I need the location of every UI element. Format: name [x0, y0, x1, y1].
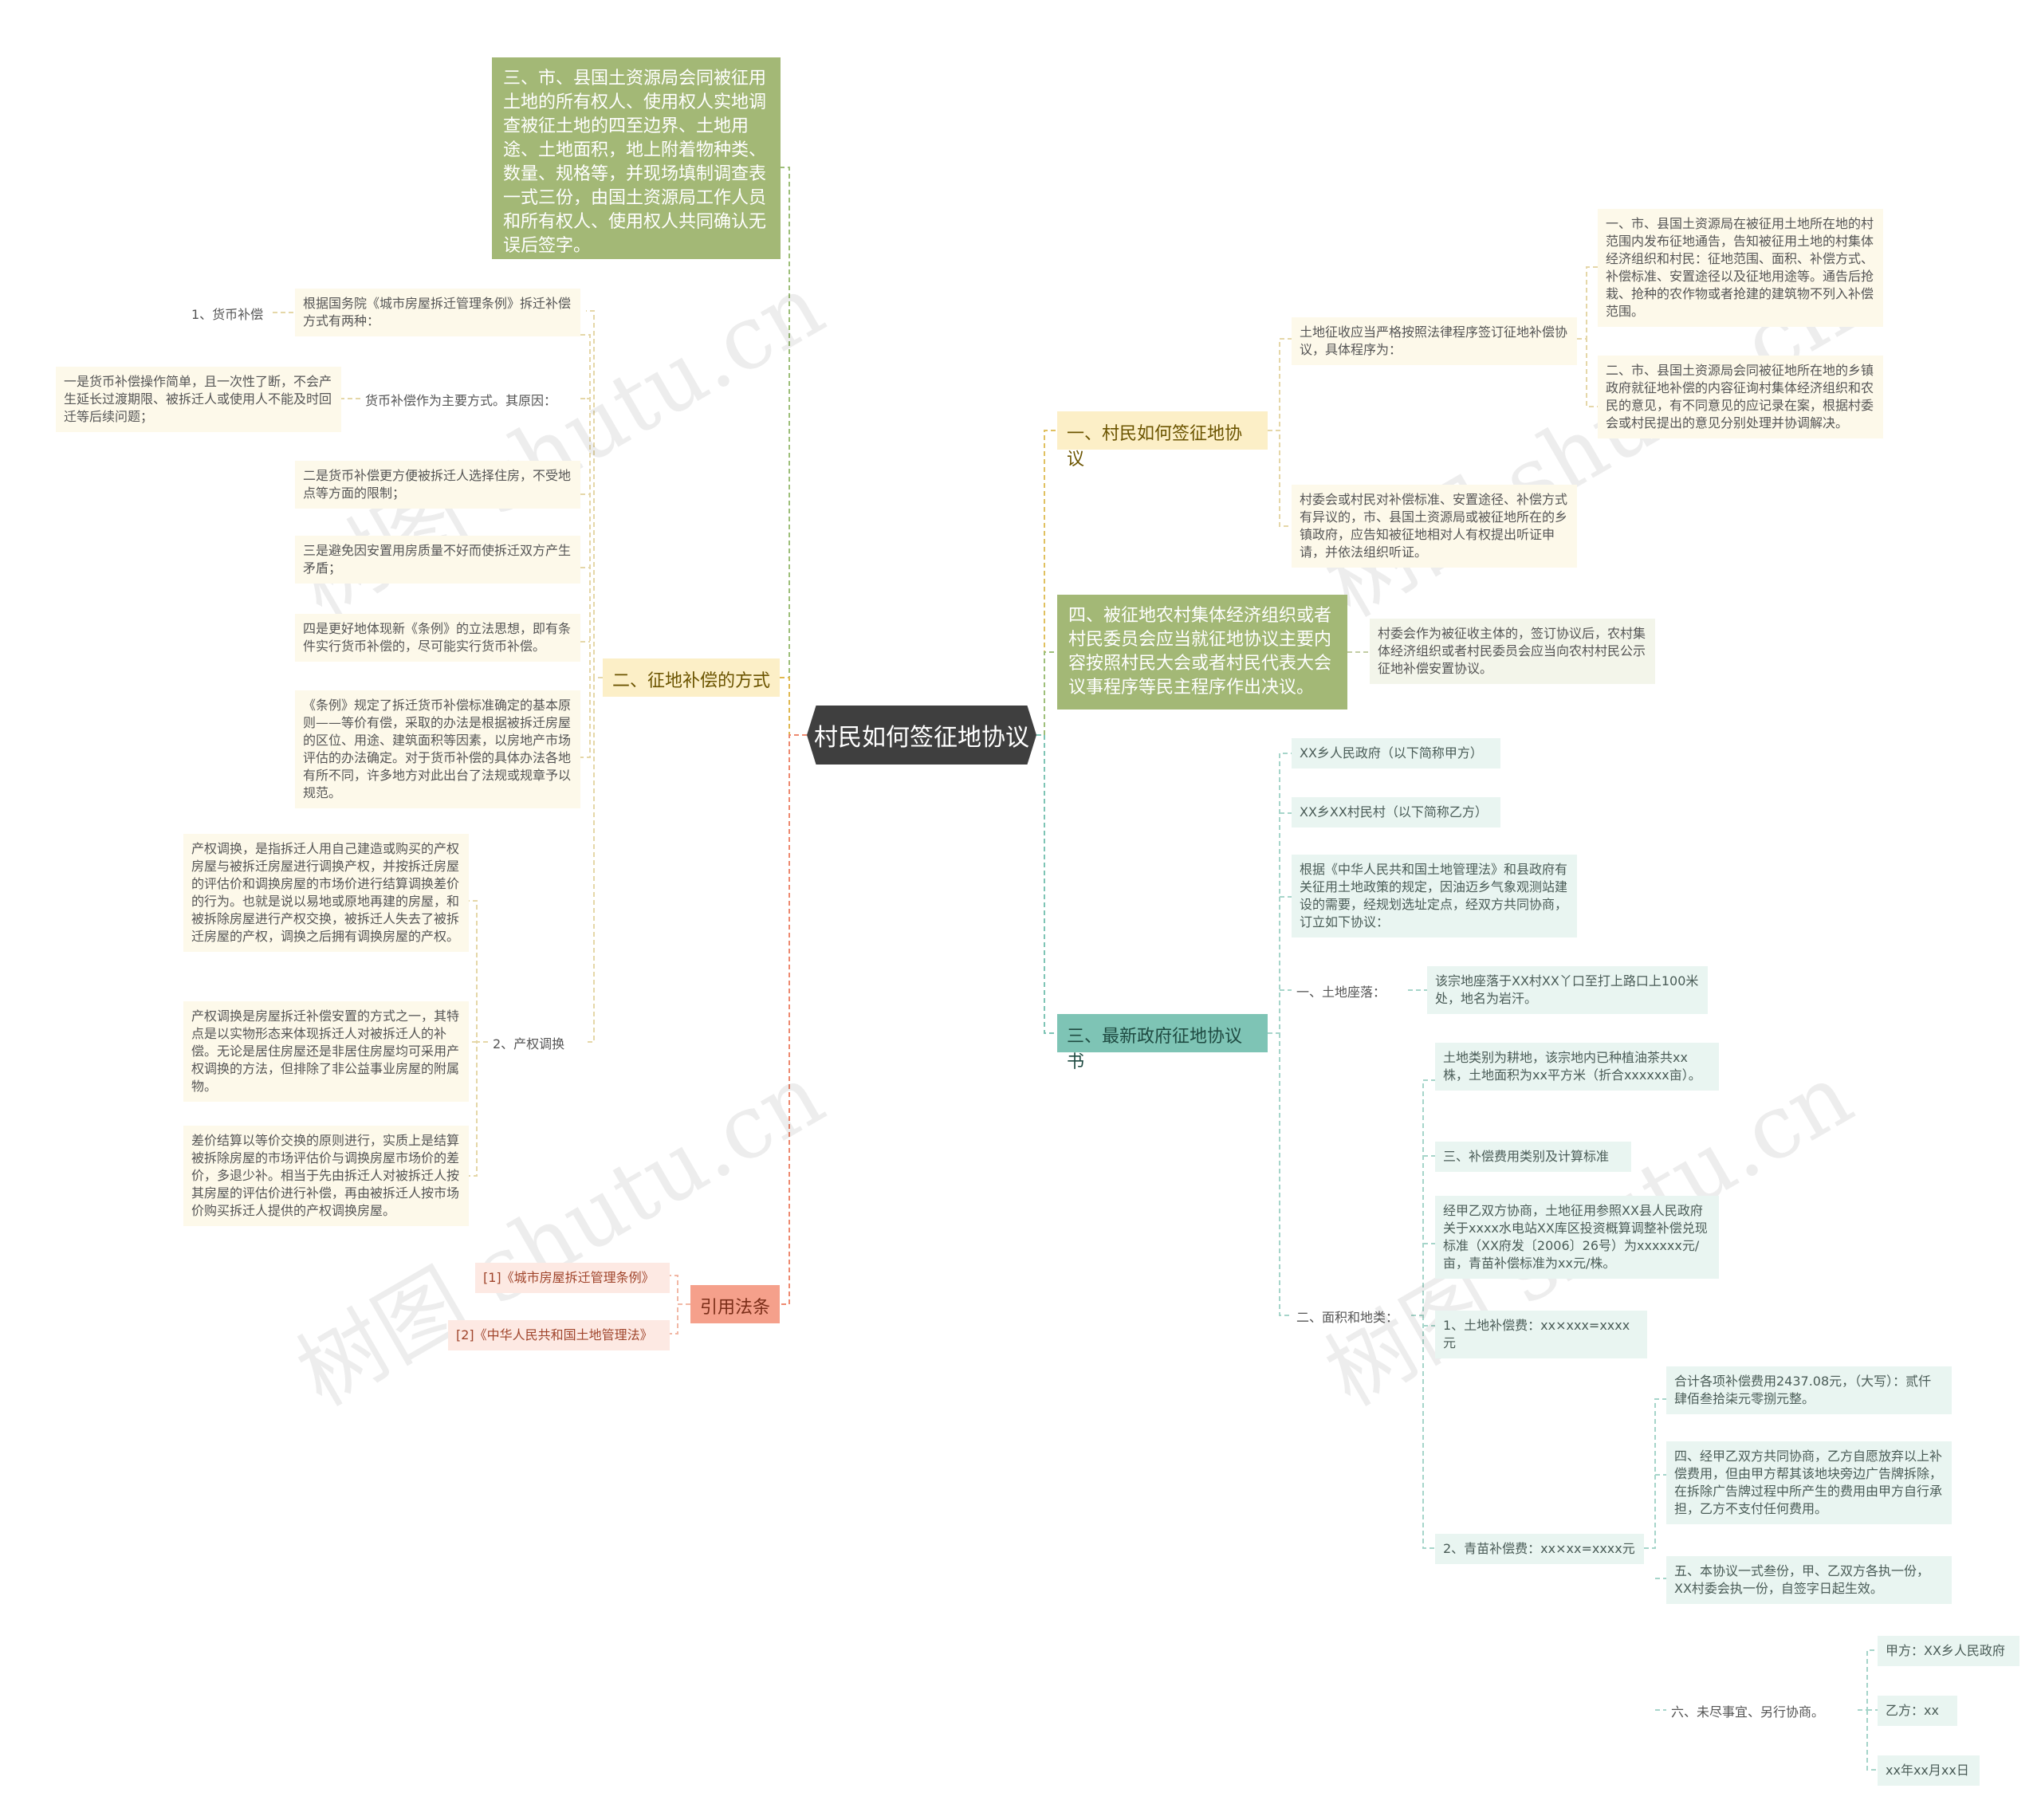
- money-reason-3[interactable]: 三是避免因安置用房质量不好而使拆迁双方产生矛盾；: [295, 536, 580, 584]
- waiver-clause[interactable]: 四、经甲乙双方共同协商，乙方自愿放弃以上补偿费用，但由甲方帮其该地块旁边广告牌拆…: [1666, 1441, 1952, 1524]
- branch-how-to-sign[interactable]: 一、村民如何签征地协议: [1057, 411, 1268, 470]
- money-label[interactable]: 1、货币补偿: [191, 307, 264, 322]
- fee-title[interactable]: 三、补偿费用类别及计算标准: [1435, 1142, 1631, 1172]
- fee-standard[interactable]: 经甲乙双方协商，土地征用参照XX县人民政府关于xxxx水电站XX库区投资概算调整…: [1435, 1196, 1719, 1279]
- crop-fee[interactable]: 2、青苗补偿费：xx×xx=xxxx元: [1435, 1534, 1644, 1564]
- branch-resolution[interactable]: 四、被征地农村集体经济组织或者村民委员会应当就征地协议主要内容按照村民大会或者村…: [1057, 595, 1347, 710]
- area-label[interactable]: 二、面积和地类：: [1296, 1310, 1399, 1325]
- money-main[interactable]: 货币补偿作为主要方式。其原因：: [365, 393, 557, 408]
- money-reason-1[interactable]: 一是货币补偿操作简单，且一次性了断，不会产生延长过渡期限、被拆迁人或使用人不能及…: [56, 367, 341, 432]
- root-topic[interactable]: 村民如何签征地协议: [807, 706, 1036, 765]
- copies-clause[interactable]: 五、本协议一式叁份，甲、乙双方各执一份，XX村委会执一份，自签字日起生效。: [1666, 1556, 1952, 1604]
- swap-desc-3[interactable]: 差价结算以等价交换的原则进行，实质上是结算被拆除房屋的市场评估价与调换房屋市场价…: [183, 1126, 469, 1226]
- refs-branch[interactable]: 引用法条: [690, 1285, 780, 1323]
- swap-label[interactable]: 2、产权调换: [493, 1036, 565, 1052]
- agreement-basis[interactable]: 根据《中华人民共和国土地管理法》和县政府有关征用土地政策的规定，因油迈乡气象观测…: [1292, 855, 1577, 938]
- party-b[interactable]: XX乡XX村民村（以下简称乙方）: [1292, 797, 1500, 827]
- money-reason-2[interactable]: 二是货币补偿更方便被拆迁人选择住房，不受地点等方面的限制；: [295, 461, 580, 509]
- ref-1[interactable]: [1]《城市房屋拆迁管理条例》: [475, 1263, 670, 1293]
- money-reason-5[interactable]: 《条例》规定了拆迁货币补偿标准确定的基本原则——等价有偿，采取的办法是根据被拆迁…: [295, 690, 580, 808]
- swap-desc-1[interactable]: 产权调换，是指拆迁人用自己建造或购买的产权房屋与被拆迁房屋进行调换产权，并按拆迁…: [183, 834, 469, 952]
- ref-2[interactable]: [2]《中华人民共和国土地管理法》: [448, 1320, 670, 1350]
- money-reason-4[interactable]: 四是更好地体现新《条例》的立法思想，即有条件实行货币补偿的，尽可能实行货币补偿。: [295, 614, 580, 662]
- swap-desc-2[interactable]: 产权调换是房屋拆迁补偿安置的方式之一，其特点是以实物形态来体现拆迁人对被拆迁人的…: [183, 1001, 469, 1102]
- sign-party-a[interactable]: 甲方：XX乡人民政府: [1878, 1636, 2019, 1666]
- land-type[interactable]: 土地类别为耕地，该宗地内已种植油茶共xx株，土地面积为xx平方米（折合xxxxx…: [1435, 1043, 1719, 1091]
- methods-branch[interactable]: 二、征地补偿的方式: [603, 658, 780, 697]
- location-label[interactable]: 一、土地座落：: [1296, 985, 1386, 1000]
- fee-total[interactable]: 合计各项补偿费用2437.08元，（大写）：贰仟肆佰叁拾柒元零捌元整。: [1666, 1366, 1952, 1414]
- party-a[interactable]: XX乡人民政府（以下简称甲方）: [1292, 738, 1500, 768]
- branch-agreement[interactable]: 三、最新政府征地协议书: [1057, 1014, 1268, 1072]
- procedure-intro[interactable]: 土地征收应当严格按照法律程序签订征地补偿协议，具体程序为：: [1292, 317, 1577, 365]
- sign-party-b[interactable]: 乙方：xx: [1878, 1696, 1957, 1726]
- location-desc[interactable]: 该宗地座落于XX村XX丫口至打上路口上100米处，地名为岩汗。: [1427, 966, 1708, 1014]
- resolution-note[interactable]: 村委会作为被征收主体的，签订协议后，农村集体经济组织或者村民委员会应当向农村村民…: [1370, 619, 1655, 684]
- survey-node[interactable]: 三、市、县国土资源局会同被征用土地的所有权人、使用权人实地调查被征土地的四至边界…: [492, 57, 781, 259]
- sign-date[interactable]: xx年xx月xx日: [1878, 1755, 1980, 1786]
- procedure-step-1[interactable]: 一、市、县国土资源局在被征用土地所在地的村范围内发布征地通告，告知被征用土地的村…: [1598, 209, 1883, 327]
- other-matters[interactable]: 六、未尽事宜、另行协商。: [1671, 1704, 1825, 1720]
- land-fee[interactable]: 1、土地补偿费：xx×xxx=xxxx元: [1435, 1311, 1647, 1358]
- hearing-note[interactable]: 村委会或村民对补偿标准、安置途径、补偿方式有异议的，市、县国土资源局或被征地所在…: [1292, 485, 1577, 568]
- money-desc[interactable]: 根据国务院《城市房屋拆迁管理条例》拆迁补偿方式有两种：: [295, 289, 580, 336]
- procedure-step-2[interactable]: 二、市、县国土资源局会同被征地所在地的乡镇政府就征地补偿的内容征询村集体经济组织…: [1598, 356, 1883, 438]
